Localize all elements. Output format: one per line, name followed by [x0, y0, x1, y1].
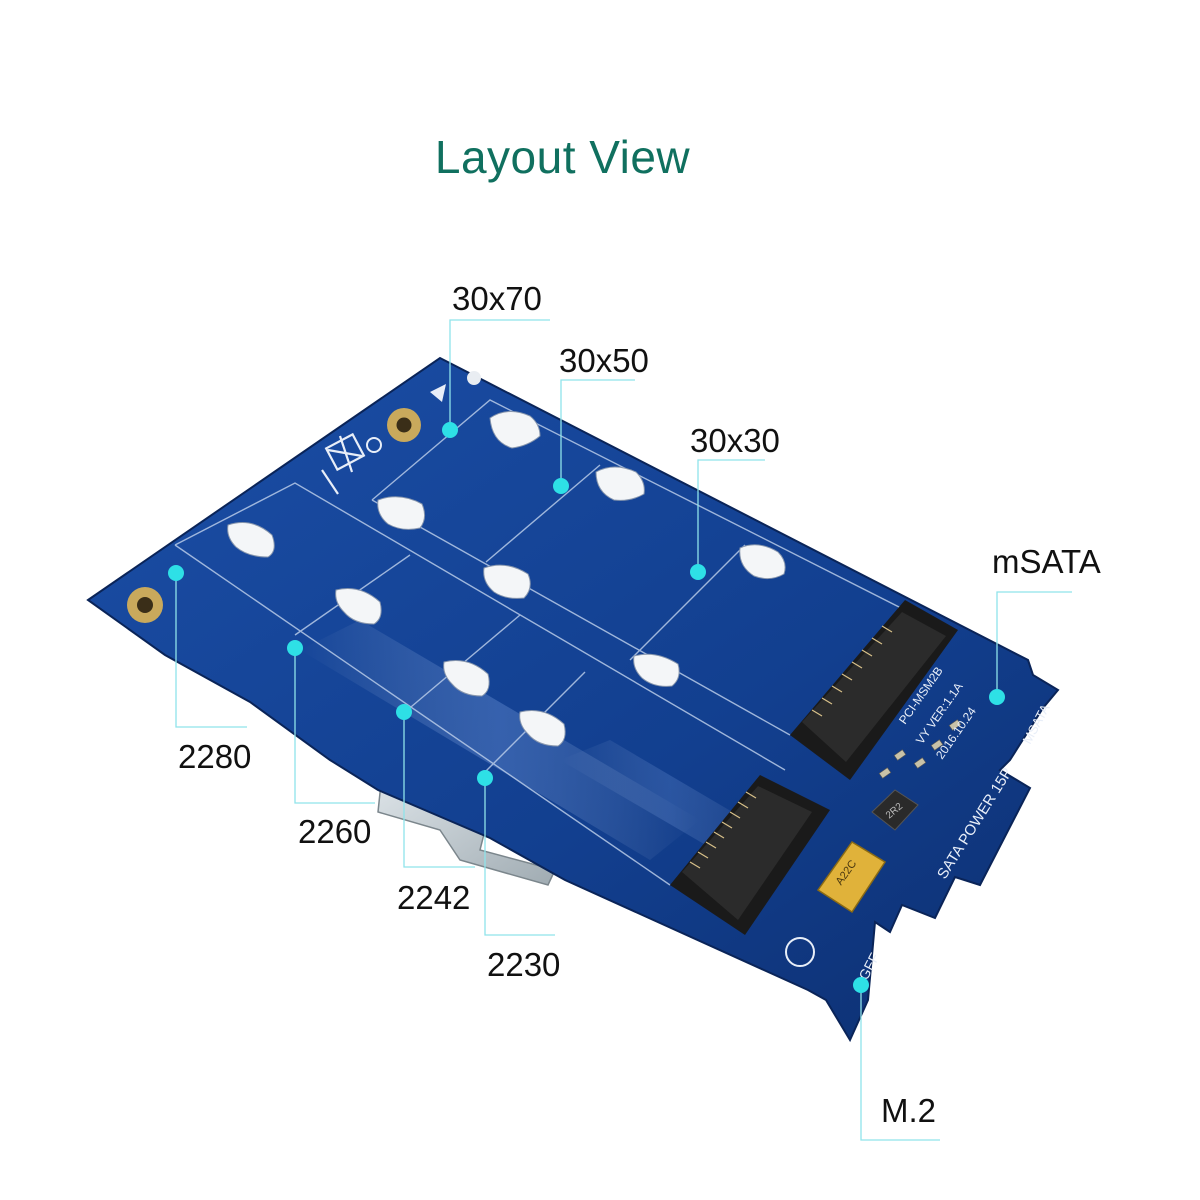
dot-2280 [168, 565, 184, 581]
dot-30x70 [442, 422, 458, 438]
slot-outlines [174, 399, 906, 886]
label-2260: 2260 [298, 813, 372, 850]
msata-connector [790, 600, 958, 780]
inductor: 2R2 [871, 789, 919, 831]
dot-msata [989, 689, 1005, 705]
label-2242: 2242 [397, 879, 471, 916]
dot-2260 [287, 640, 303, 656]
small-hole [467, 371, 481, 385]
callout-lines [175, 319, 1072, 1141]
label-2280: 2280 [178, 738, 252, 775]
mounting-hole-top [387, 408, 421, 442]
label-30x30: 30x30 [690, 422, 780, 459]
label-30x50: 30x50 [559, 342, 649, 379]
tantalum-capacitor: A22C [816, 840, 887, 914]
dot-2230 [477, 770, 493, 786]
dot-30x30 [690, 564, 706, 580]
dot-2242 [396, 704, 412, 720]
mounting-hole-left [127, 587, 163, 623]
callout-dots [168, 422, 1005, 993]
dot-30x50 [553, 478, 569, 494]
m2-connector [670, 775, 830, 935]
weee-symbol [321, 432, 366, 495]
page-title: Layout View [434, 131, 691, 183]
smd-components [878, 719, 962, 779]
pcb-board: A22C 2R2 PCI-MSM2B VY VER:1.1A 2016.10.2… [86, 356, 1060, 1043]
dot-m2 [853, 977, 869, 993]
label-msata: mSATA [992, 543, 1101, 580]
recycle-icon [366, 437, 382, 453]
label-30x70: 30x70 [452, 280, 542, 317]
esd-warning-icon [430, 384, 446, 402]
label-m2: M.2 [881, 1092, 937, 1129]
label-2230: 2230 [487, 946, 561, 983]
standoff-cutouts [227, 411, 786, 747]
pb-free-icon [785, 937, 815, 967]
